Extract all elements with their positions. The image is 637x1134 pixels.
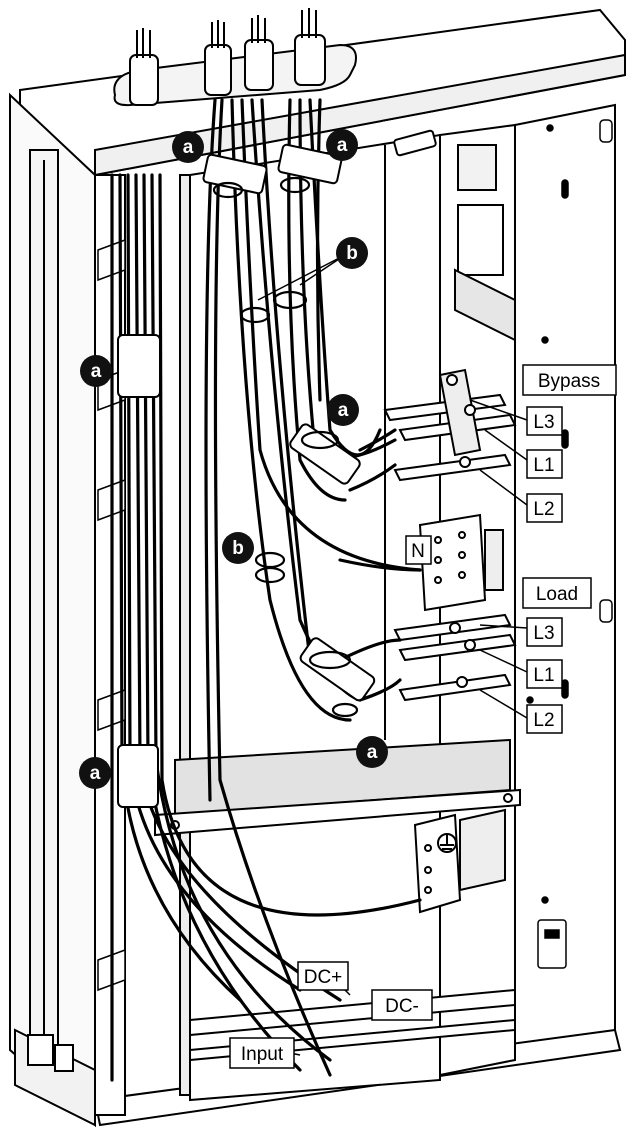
label-dc-minus: DC- <box>371 989 433 1021</box>
label-neutral-text: N <box>411 541 425 562</box>
label-load-text: Load <box>536 584 578 605</box>
label-bypass: Bypass <box>522 364 617 396</box>
label-bypass-l3: L3 <box>526 406 563 436</box>
callout-b2-label: b <box>232 538 244 559</box>
label-load-l2-text: L2 <box>533 710 554 731</box>
callout-a6: a <box>79 757 111 789</box>
label-load-l3-text: L3 <box>533 623 554 644</box>
cable-gland-plate <box>113 8 357 107</box>
cabinet-top-edge <box>94 53 626 177</box>
label-bypass-l2: L2 <box>526 493 563 523</box>
gland-3 <box>244 15 274 91</box>
callout-b1: b <box>336 237 368 269</box>
right-panel-features <box>526 119 613 969</box>
shelf <box>154 738 521 837</box>
label-load-l1: L1 <box>526 659 563 689</box>
load-busbars <box>393 613 517 702</box>
callout-b1-label: b <box>346 243 358 264</box>
label-bypass-l3-text: L3 <box>533 412 554 433</box>
label-input: Input <box>229 1037 295 1069</box>
callout-a1: a <box>172 131 204 163</box>
label-neutral: N <box>405 535 432 565</box>
label-bypass-l1: L1 <box>526 449 563 479</box>
label-dc-minus-text: DC- <box>385 996 419 1017</box>
label-input-text: Input <box>241 1044 284 1065</box>
callout-a5-label: a <box>367 742 378 763</box>
callout-a4-label: a <box>338 400 349 421</box>
gland-1 <box>129 28 159 106</box>
callout-a2: a <box>326 129 358 161</box>
callout-a2-label: a <box>337 135 348 156</box>
callout-a6-label: a <box>90 763 101 784</box>
leader-lines <box>257 254 528 1056</box>
callout-a1-label: a <box>183 137 194 158</box>
callout-a4: a <box>327 394 359 426</box>
label-bypass-l2-text: L2 <box>533 499 554 520</box>
label-load-l3: L3 <box>526 617 563 647</box>
callout-b2: b <box>222 532 254 564</box>
callout-a5: a <box>356 736 388 768</box>
ground-bar <box>413 808 506 914</box>
label-bypass-text: Bypass <box>538 371 600 392</box>
label-load: Load <box>522 577 592 609</box>
neutral-block <box>418 513 504 612</box>
callout-a3-label: a <box>91 361 102 382</box>
callout-a3: a <box>80 355 112 387</box>
gland-4 <box>294 8 326 86</box>
label-bypass-l1-text: L1 <box>533 455 554 476</box>
label-dc-plus-text: DC+ <box>304 967 343 988</box>
cable-ties <box>212 176 359 718</box>
label-load-l2: L2 <box>526 704 563 734</box>
gland-2 <box>204 20 232 96</box>
label-dc-plus: DC+ <box>297 961 349 991</box>
label-load-l1-text: L1 <box>533 665 554 686</box>
